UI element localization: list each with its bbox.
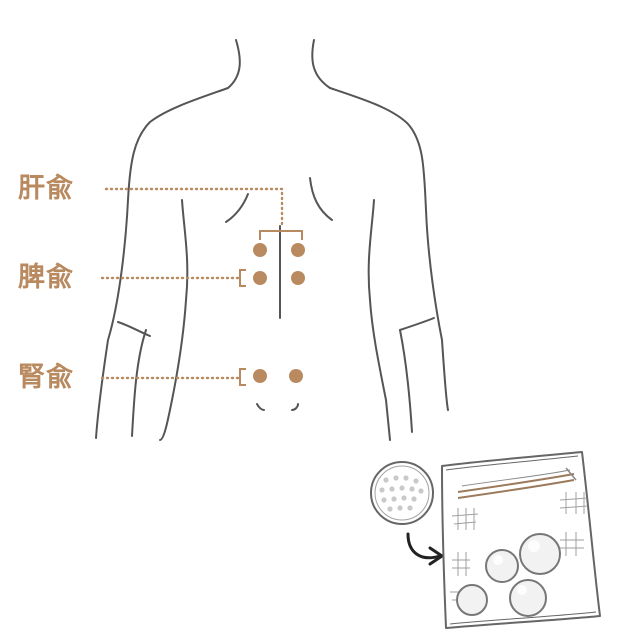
arrow-head <box>428 546 444 566</box>
body-outline <box>95 39 449 441</box>
jinyu-dot-left <box>253 369 267 383</box>
acupoint-dots <box>253 243 305 383</box>
jinyu-bracket <box>239 368 246 386</box>
dimple-left <box>256 403 265 411</box>
kanyu-dot-left <box>253 243 267 257</box>
hiyu-label: 脾兪 <box>18 262 74 293</box>
elbow-left-crease <box>117 321 151 337</box>
shoulder-blade-left <box>225 193 249 223</box>
torso-right-side <box>367 199 391 441</box>
neck-left <box>227 39 241 89</box>
elbow-right-crease <box>399 317 435 331</box>
kanyu-dot-right <box>291 243 305 257</box>
shoulder-blade-right <box>309 177 333 221</box>
single-ball-sketch <box>370 461 434 525</box>
torso-left-side <box>159 199 189 441</box>
arrow-shaft <box>406 532 442 560</box>
ball-outline <box>370 461 434 525</box>
kanyu-label: 肝兪 <box>18 173 74 204</box>
leader-lines <box>100 187 284 380</box>
lower-dimples <box>256 403 299 411</box>
arm-right-inner <box>399 329 413 433</box>
shoulder-left-outline <box>95 87 229 439</box>
bag-zipper <box>457 467 577 499</box>
jinyu-label: 腎兪 <box>18 362 74 393</box>
bag-balls <box>456 533 561 617</box>
jinyu-dot-right <box>289 369 303 383</box>
ball-texture <box>379 475 424 512</box>
arm-left-inner <box>131 329 147 437</box>
neck-right <box>311 39 331 89</box>
hiyu-dot-right <box>291 271 305 285</box>
hiyu-bracket <box>239 269 246 287</box>
hiyu-dot-left <box>253 271 267 285</box>
kanyu-bracket <box>259 230 303 240</box>
kanyu-leader <box>104 187 284 226</box>
shoulder-right-outline <box>329 87 449 411</box>
brackets <box>239 230 303 386</box>
arrow-sketch <box>406 532 444 566</box>
bag-sketch <box>441 451 601 629</box>
dimple-right <box>291 403 299 411</box>
bag-outline <box>441 451 601 629</box>
